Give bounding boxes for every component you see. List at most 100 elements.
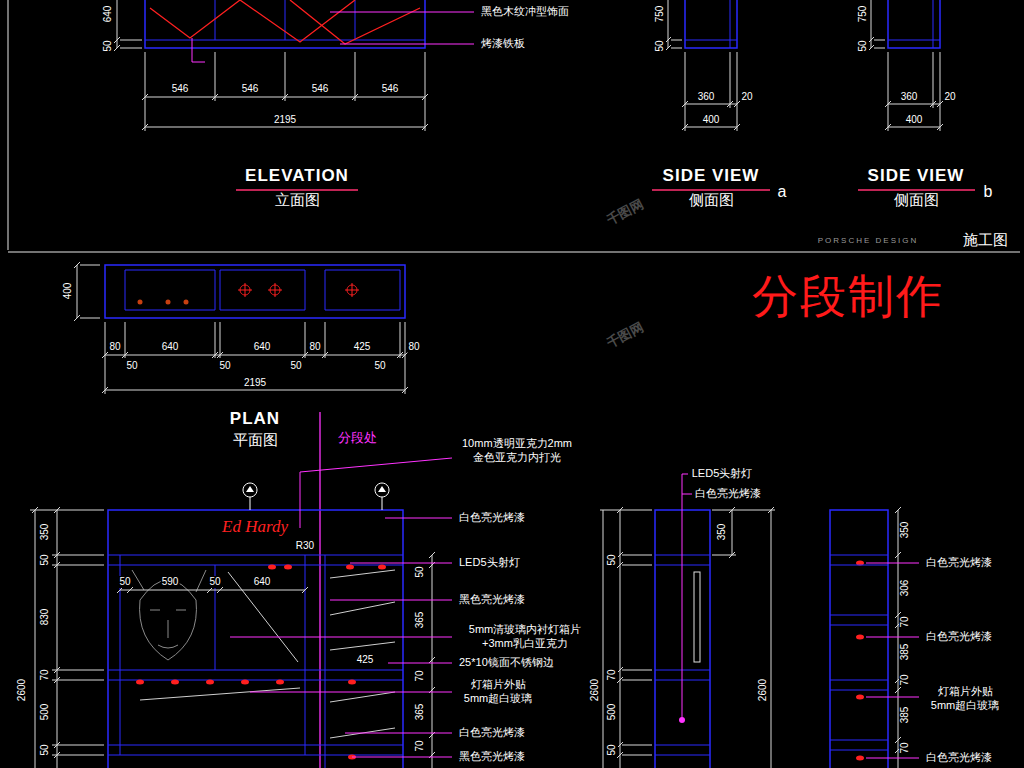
knob xyxy=(138,300,143,305)
dimension-value: 50 xyxy=(102,39,114,52)
plan-outline xyxy=(105,265,405,318)
dimension-lines xyxy=(600,507,775,768)
dimension-value: 2195 xyxy=(243,377,267,389)
dimension-value: 400 xyxy=(905,114,924,126)
split-note: 分段处 xyxy=(337,430,378,446)
dimension-value: 50 xyxy=(414,565,426,578)
panel-lines xyxy=(140,570,395,738)
heading-note: 分段制作 xyxy=(751,269,945,324)
spot-light xyxy=(276,680,284,685)
plan-knobs xyxy=(138,300,189,305)
dimension-value: 50 xyxy=(857,39,869,52)
view-subtitle: 侧面图 xyxy=(688,191,735,209)
callout-text: 白色亮光烤漆 xyxy=(694,487,762,500)
dimension-value: 80 xyxy=(407,341,420,353)
leader-line xyxy=(866,563,919,758)
callout-text: 白色亮光烤漆 xyxy=(925,556,993,569)
callout-text: 5mm清玻璃内衬灯箱片+3mm乳白亚克力 xyxy=(458,623,592,651)
dimension-value: 20 xyxy=(943,91,956,103)
leader-dot xyxy=(679,717,685,723)
spot-light xyxy=(346,565,354,570)
cabinet-outline xyxy=(888,0,940,48)
dimension-lines xyxy=(665,0,740,131)
dimension-value: 2600 xyxy=(757,678,769,702)
view-title: SIDE VIEW xyxy=(867,166,966,186)
dimension-value: 425 xyxy=(353,341,372,353)
callout-text: 10mm透明亚克力2mm 金色亚克力内打光 xyxy=(458,437,576,465)
callout-text: 灯箱片外贴 5mm超白玻璃 xyxy=(458,678,538,706)
view-title: PLAN xyxy=(229,409,281,429)
knob xyxy=(166,300,171,305)
dimension-value: R30 xyxy=(295,540,315,552)
dimension-value: 70 xyxy=(606,668,618,681)
spot-light xyxy=(241,680,249,685)
dimension-value: 50 xyxy=(606,743,618,756)
dimension-value: 360 xyxy=(900,91,919,103)
design-credit: PORSCHE DESIGN xyxy=(817,236,919,246)
spot-light xyxy=(136,680,144,685)
dimension-value: 50 xyxy=(39,743,51,756)
dimension-value: 2195 xyxy=(273,114,297,126)
spot-light xyxy=(348,680,356,685)
handle xyxy=(694,572,700,662)
view-subtitle: 侧面图 xyxy=(893,191,940,209)
plan-compartments xyxy=(125,270,400,310)
cabinet-outline xyxy=(830,510,888,768)
cabinet-outline xyxy=(108,510,403,768)
view-subtitle: 施工图 xyxy=(962,231,1009,249)
dimension-value: 2600 xyxy=(589,678,601,702)
cabinet-outline xyxy=(145,0,425,48)
dimension-value: 50 xyxy=(218,360,231,372)
callout-text: 25*10镜面不锈钢边 xyxy=(458,656,555,669)
dimension-value: 50 xyxy=(373,360,386,372)
cabinet-lines xyxy=(888,0,940,48)
callout-text: 灯箱片外贴 5mm超白玻璃 xyxy=(925,685,1005,713)
callout-text: 白色亮光烤漆 xyxy=(925,630,993,643)
cabinet-lines xyxy=(685,0,737,48)
dimension-value: 590 xyxy=(161,576,180,588)
cabinet-lines xyxy=(108,555,403,768)
brand-logo: Ed Hardy xyxy=(221,517,289,537)
dimension-value: 70 xyxy=(414,739,426,752)
spot-light xyxy=(856,756,864,761)
dimension-value: 70 xyxy=(414,669,426,682)
dimension-value: 546 xyxy=(381,83,400,95)
spot-light xyxy=(856,695,864,700)
watermark: 千图网 xyxy=(603,195,647,228)
dimension-value: 365 xyxy=(414,611,426,630)
dimension-value: 70 xyxy=(899,615,911,628)
spot-light xyxy=(378,565,386,570)
callout-text: 黑色亮光烤漆 xyxy=(458,593,526,606)
dimension-value: 20 xyxy=(740,91,753,103)
dimension-value: 750 xyxy=(654,5,666,24)
cabinet-lines xyxy=(145,0,425,40)
dimension-value: 365 xyxy=(414,703,426,722)
view-title: SIDE VIEW xyxy=(662,166,761,186)
dimension-value: 400 xyxy=(702,114,721,126)
dimension-value: 500 xyxy=(606,703,618,722)
dimension-value: 2600 xyxy=(16,678,28,702)
dimension-value: 500 xyxy=(39,703,51,722)
dimension-value: 750 xyxy=(857,5,869,24)
spot-light xyxy=(171,680,179,685)
dimension-value: 640 xyxy=(102,5,114,24)
dimension-value: 640 xyxy=(253,576,272,588)
dimension-value: 385 xyxy=(899,643,911,662)
dimension-value: 50 xyxy=(125,360,138,372)
dimension-value: 350 xyxy=(899,521,911,540)
dimension-value: 80 xyxy=(308,341,321,353)
dimension-value: 50 xyxy=(289,360,302,372)
cabinet-lines xyxy=(830,555,888,750)
callout-text: 白色亮光烤漆 xyxy=(458,726,526,739)
leader-line xyxy=(192,12,474,62)
leader-line xyxy=(230,458,452,757)
spot-light xyxy=(268,565,276,570)
dimension-value: 640 xyxy=(161,341,180,353)
view-subtitle: 平面图 xyxy=(232,431,279,449)
watermark: 千图网 xyxy=(603,318,647,351)
dimension-lines xyxy=(30,507,104,768)
callout-text: 黑色木纹冲型饰面 xyxy=(480,5,570,18)
